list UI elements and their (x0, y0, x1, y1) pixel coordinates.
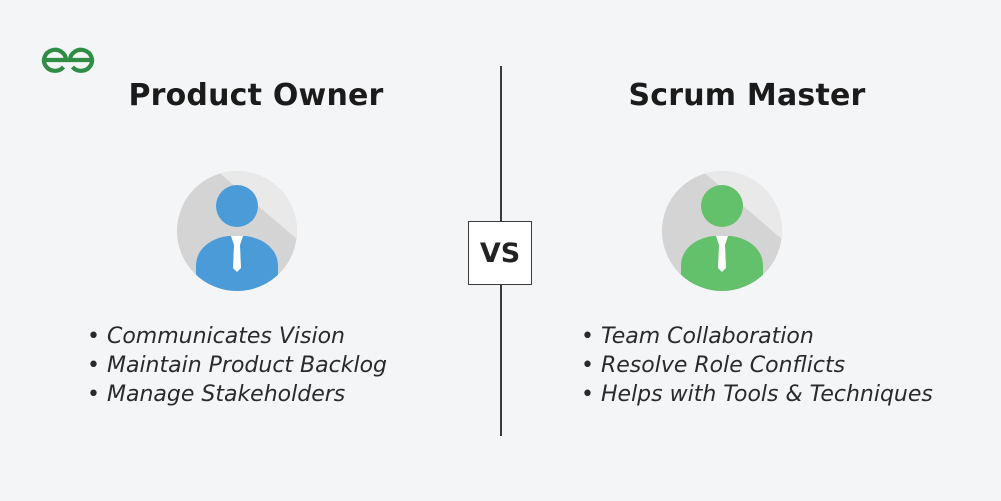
list-item: Communicates Vision (87, 322, 387, 351)
role-title: Product Owner (128, 78, 384, 113)
list-item: Maintain Product Backlog (87, 351, 387, 380)
role-points-list: Communicates Vision Maintain Product Bac… (87, 322, 387, 409)
list-item: Helps with Tools & Techniques (581, 380, 933, 409)
product-owner-column: Product Owner Communicates Vision Mainta… (0, 0, 500, 501)
role-title: Scrum Master (628, 78, 866, 113)
list-item: Manage Stakeholders (87, 380, 387, 409)
list-item: Resolve Role Conflicts (581, 351, 933, 380)
person-avatar-icon (177, 171, 297, 291)
gfg-logo-icon (41, 47, 95, 73)
role-points-list: Team Collaboration Resolve Role Conflict… (581, 322, 933, 409)
person-avatar-icon (662, 171, 782, 291)
list-item: Team Collaboration (581, 322, 933, 351)
vs-label: VS (479, 237, 521, 269)
scrum-master-column: Scrum Master Team Collaboration Resolve … (500, 0, 1000, 501)
vs-badge: VS (468, 221, 532, 285)
